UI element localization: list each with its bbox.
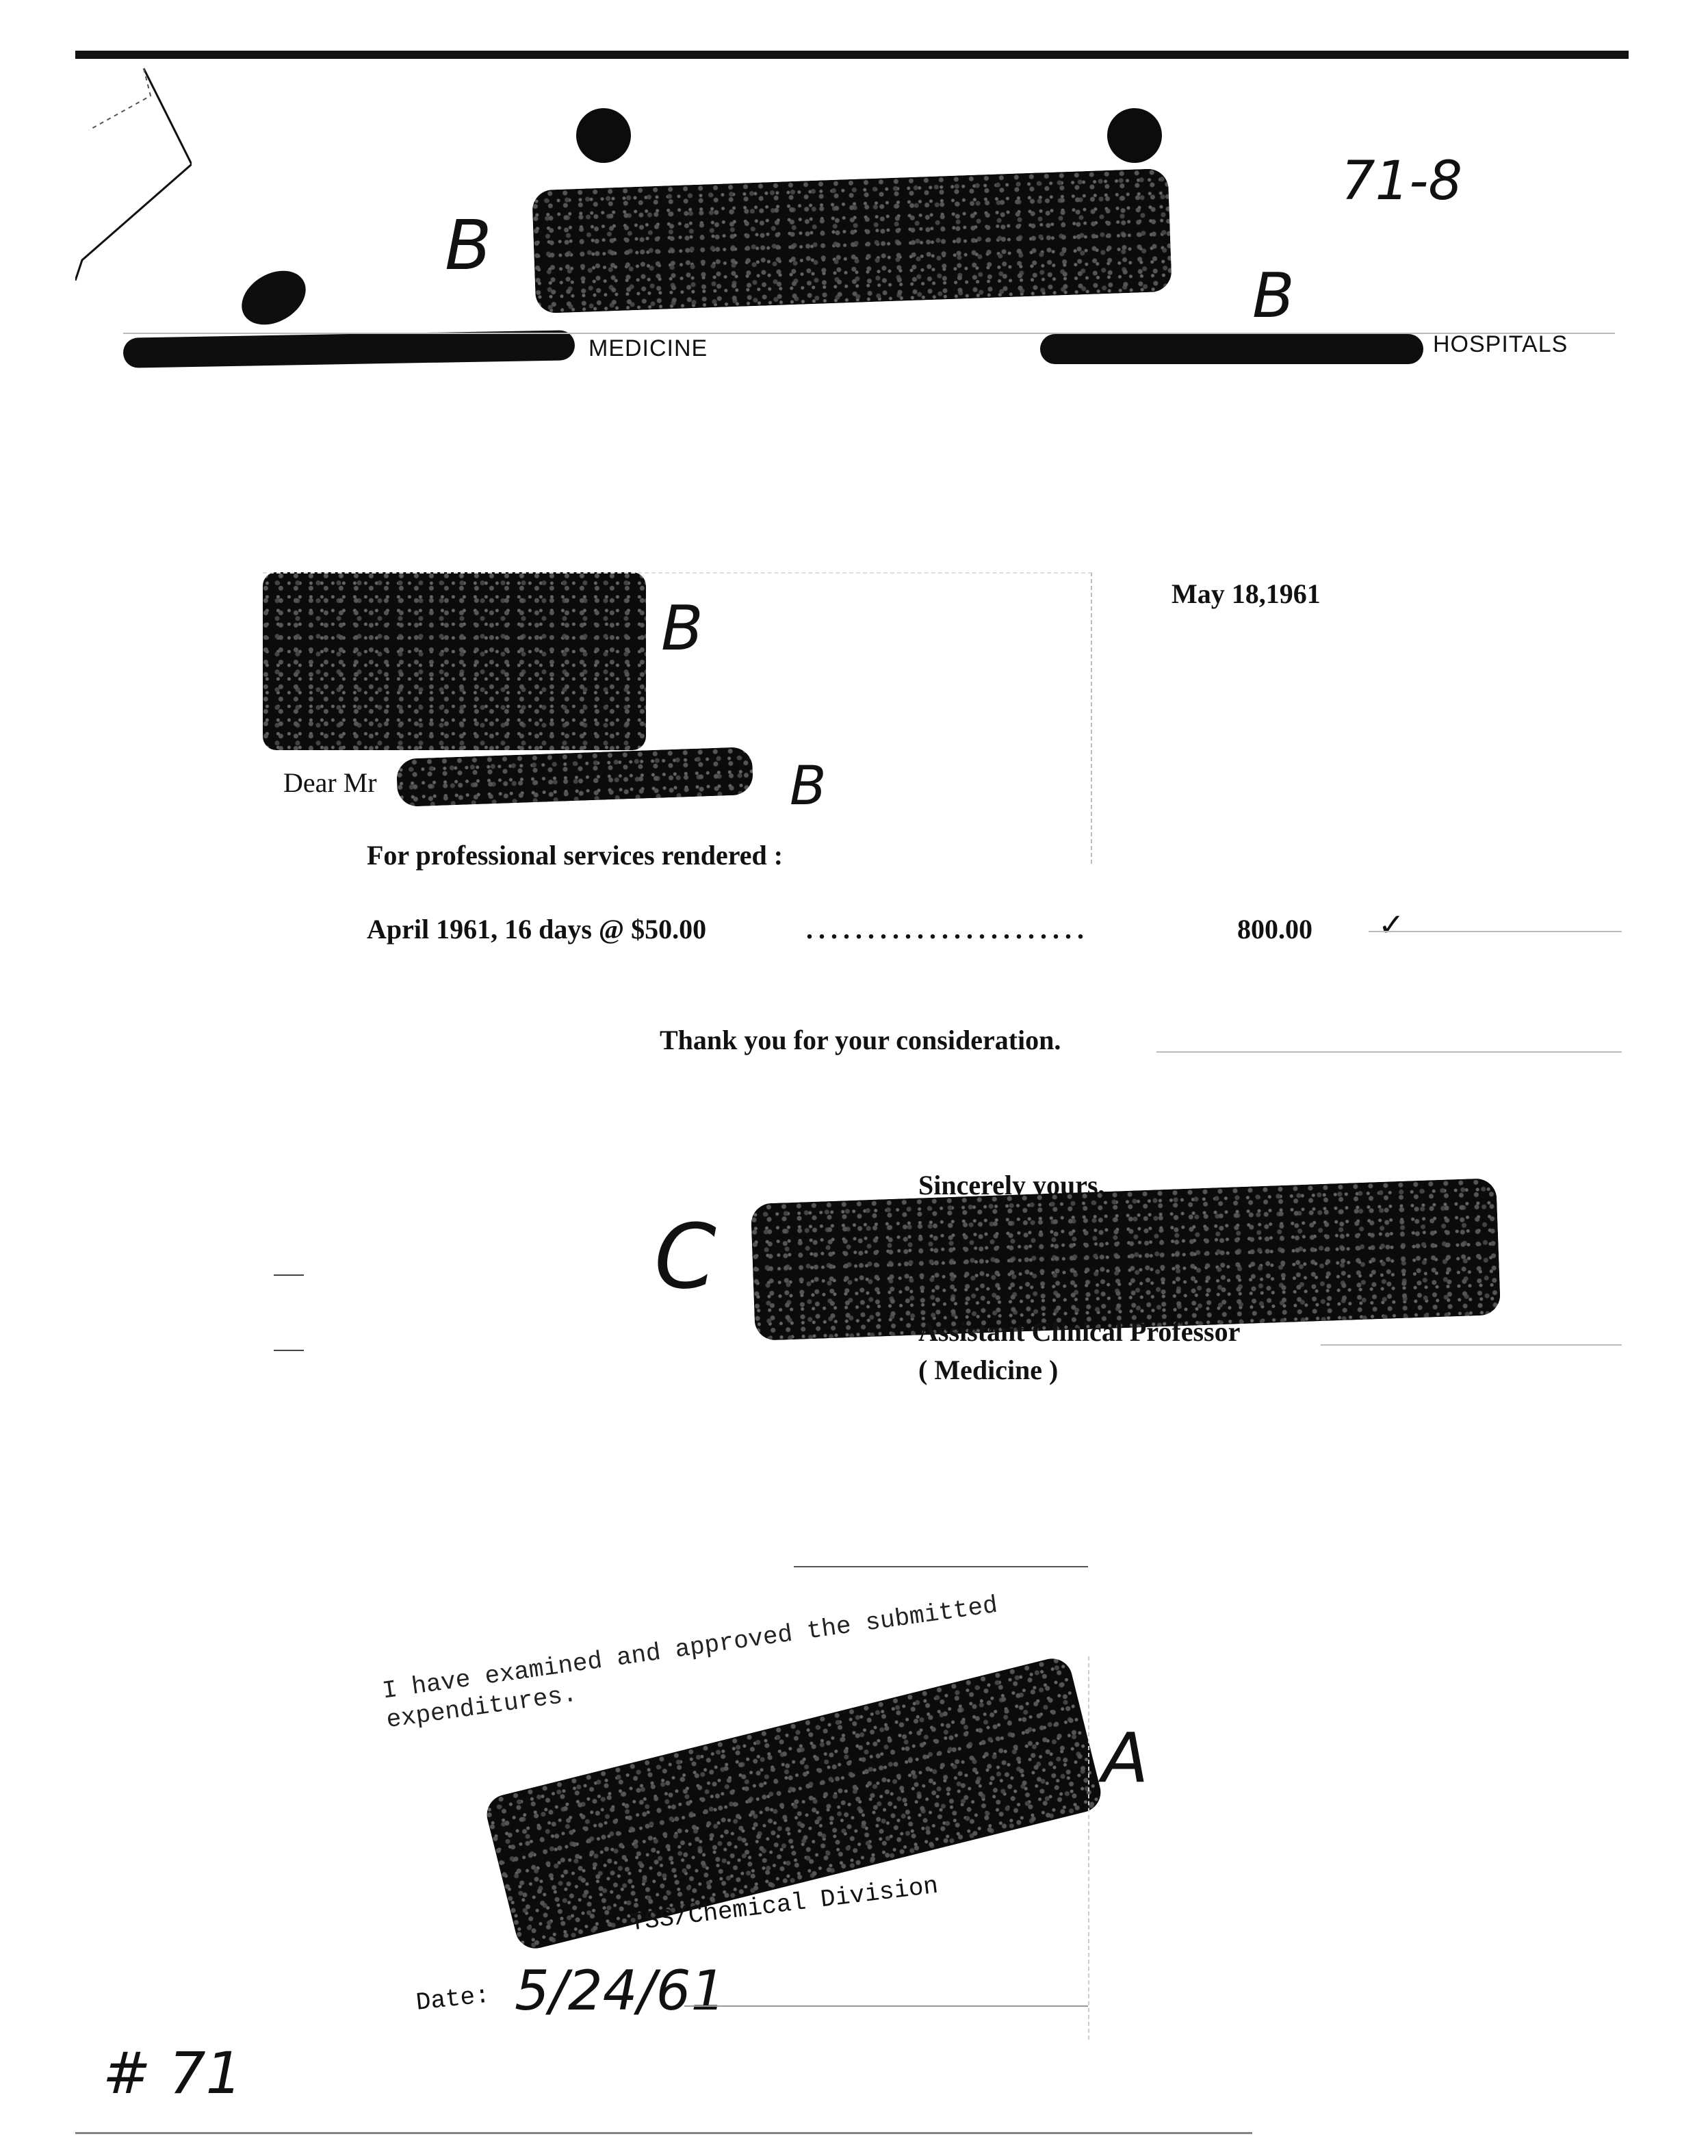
address-frame [263,572,1092,864]
punch-hole-left [576,108,631,163]
letter-date: May 18,1961 [1172,578,1321,609]
letterhead-department-right: HOSPITALS [1433,331,1568,357]
approval-frame [1088,1656,1091,2040]
signer-title: Assistant Clinical Professor [918,1316,1241,1347]
redaction-letterhead-left [122,330,575,368]
redaction-mark-a: A [1102,1718,1149,1798]
redaction-mark-c: C [654,1205,716,1309]
salutation: Dear Mr [283,767,377,798]
approval-date-label: Date: [415,1981,491,2017]
guide-line [1321,1344,1622,1346]
thank-you-line: Thank you for your consideration. [660,1025,1061,1055]
signer-department: ( Medicine ) [918,1355,1059,1385]
redaction-mark-b: B [1252,260,1295,332]
bottom-number: # 71 [103,2040,242,2107]
redaction-letterhead-name [532,168,1172,314]
letterhead-department-left: MEDICINE [588,335,708,361]
top-border [75,51,1629,59]
line-item-dots: ....................... [806,914,1089,945]
stray-mark [274,1274,304,1276]
guide-line [1369,931,1622,932]
approval-date-value: 5/24/61 [515,1959,726,2023]
guide-line [794,1566,1088,1567]
redaction-letterhead-right [1040,334,1423,364]
check-mark: ✓ [1378,906,1405,943]
guide-line [1156,1051,1622,1053]
reference-number: 71-8 [1341,151,1463,212]
stray-mark [274,1350,304,1351]
guide-line [123,333,1615,334]
redaction-mark-b: B [445,205,492,285]
services-heading: For professional services rendered : [367,840,784,871]
folded-corner [75,68,192,281]
punch-hole-right [1107,108,1162,163]
redaction-mark-b: B [790,756,827,817]
redaction-recipient-address [263,572,646,750]
line-item-amount: 800.00 [1237,914,1312,945]
date-line [684,2005,1088,2007]
line-item-description: April 1961, 16 days @ $50.00 [367,914,707,945]
redaction-mark-b: B [661,593,703,665]
redaction-small-blot [232,259,315,336]
bottom-rule [75,2132,1252,2134]
